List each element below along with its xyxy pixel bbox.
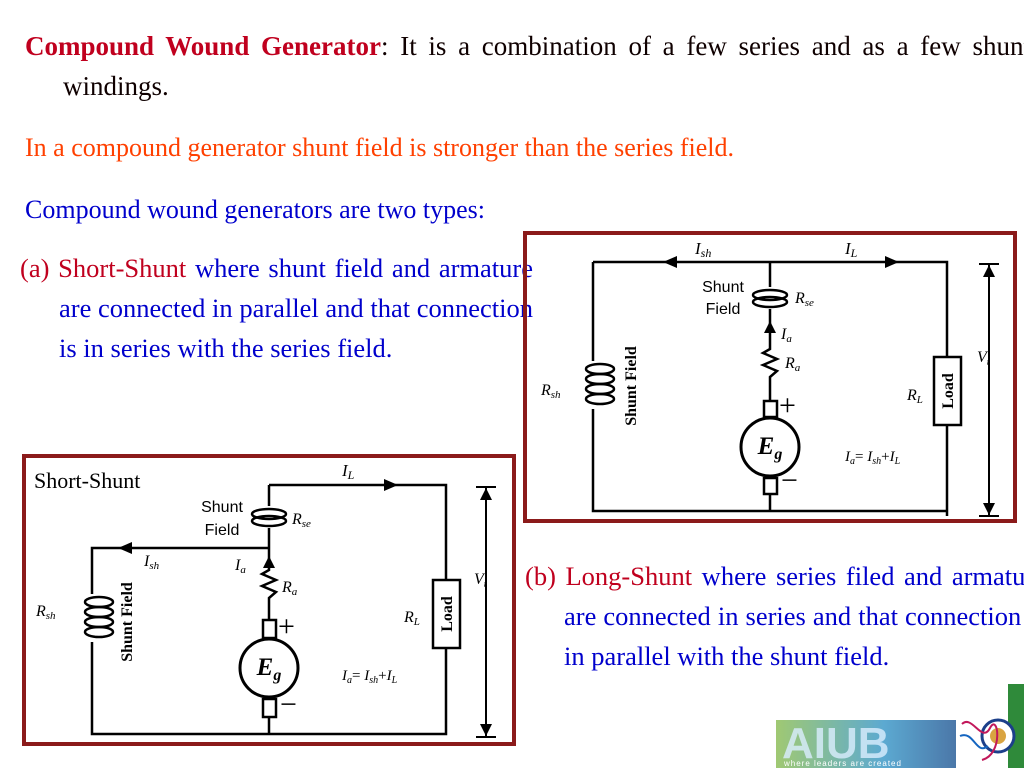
- label-il: IL: [341, 461, 355, 482]
- intro-colon: :: [380, 31, 389, 61]
- type-a-name: Short-Shunt: [58, 253, 187, 283]
- logo-side-bar: [1008, 684, 1024, 768]
- type-b-marker: (b): [525, 561, 556, 591]
- left-branch-wire: [591, 262, 770, 513]
- label-ia: Ia: [780, 326, 792, 345]
- label-ra: Ra: [281, 579, 298, 598]
- aiub-logo: AIUB where leaders are created: [776, 684, 1024, 768]
- shunt-field-line1: Shunt: [201, 499, 243, 516]
- shunt-coil: [83, 625, 115, 639]
- shunt-field-line1: Shunt: [702, 279, 744, 296]
- shunt-coil: [83, 595, 115, 609]
- short-shunt-diagram: Short-Shunt IL Shunt Field Rse Ish Ia Ra…: [22, 454, 516, 746]
- logo-swirl: [961, 720, 999, 761]
- vt-arrow-down: [983, 503, 995, 515]
- logo-swirl: [959, 734, 989, 750]
- shunt-coil: [83, 605, 115, 619]
- brush-bottom: [261, 697, 278, 719]
- diagram-frame: [22, 454, 516, 746]
- load-box: [431, 578, 462, 650]
- ia-arrow: [263, 556, 275, 568]
- minus-sign: −: [781, 464, 798, 497]
- current-equation: Ia= Ish+IL: [341, 668, 398, 686]
- types-intro: Compound wound generators are two types:: [25, 195, 485, 224]
- label-ish: Ish: [143, 553, 160, 572]
- load-label: Load: [940, 373, 957, 409]
- short-shunt-description: (a) Short-Shunt where shunt field and ar…: [20, 248, 533, 368]
- vt-arrow-up: [983, 265, 995, 277]
- shunt-field-vertical-label: Shunt Field: [623, 346, 640, 426]
- label-ia: Ia: [234, 557, 246, 576]
- bottom-right-wire: [269, 648, 448, 736]
- label-eg: Eg: [256, 654, 282, 684]
- label-rsh: Rsh: [540, 382, 561, 401]
- ia-arrow: [764, 321, 776, 333]
- ish-arrow: [663, 256, 677, 268]
- shunt-coil: [584, 392, 616, 406]
- vt-arrow-up: [480, 488, 492, 500]
- armature-resistance: [759, 309, 781, 401]
- load-label: Load: [439, 596, 456, 632]
- label-ra: Ra: [784, 355, 801, 374]
- series-field-coil: [751, 295, 789, 309]
- generator-circle: [739, 416, 801, 478]
- shunt-field-vertical-label: Shunt Field: [119, 582, 136, 662]
- intro-term: Compound Wound Generator: [25, 31, 381, 61]
- il-arrow: [384, 479, 398, 491]
- logo-tagline: where leaders are created: [783, 759, 902, 768]
- type-b-text: where series filed and armature are conn…: [564, 561, 1024, 671]
- type-a-text: where shunt field and armature are conne…: [59, 253, 533, 363]
- logo-text: AIUB: [782, 719, 890, 768]
- long-shunt-diagram: Ish IL Shunt Field Rse Ia Ra + − Eg Rsh …: [523, 231, 1017, 523]
- ish-arrow: [118, 542, 132, 554]
- shunt-stronger-note: In a compound generator shunt field is s…: [25, 133, 735, 162]
- intro-paragraph: Compound Wound Generator: It is a combin…: [25, 26, 1024, 106]
- vt-arrow-down: [480, 724, 492, 736]
- type-b-name: Long-Shunt: [565, 561, 693, 591]
- label-rse: Rse: [291, 511, 311, 530]
- armature-resistance: [258, 528, 280, 620]
- minus-sign: −: [280, 688, 297, 721]
- top-wire: [269, 483, 448, 580]
- diagram-caption: Short-Shunt: [34, 468, 140, 493]
- il-arrow: [885, 256, 899, 268]
- label-rse: Rse: [794, 290, 814, 309]
- label-eg: Eg: [757, 433, 783, 463]
- shunt-coil: [584, 372, 616, 386]
- diagram-frame: [523, 231, 1017, 523]
- label-rsh: Rsh: [35, 603, 56, 622]
- shunt-branch-wire: [90, 546, 269, 736]
- load-box: [932, 355, 963, 427]
- series-field-coil: [250, 514, 288, 528]
- vt-ticks: [476, 486, 496, 738]
- label-ish: Ish: [694, 239, 711, 260]
- brush-top: [261, 618, 278, 640]
- brush-bottom: [762, 476, 779, 496]
- shunt-coil: [584, 362, 616, 376]
- plus-sign: +: [779, 389, 796, 422]
- label-rl: RL: [906, 387, 923, 406]
- logo-band: [776, 720, 956, 768]
- shunt-coil: [584, 382, 616, 396]
- label-il: IL: [844, 239, 858, 260]
- plus-sign: +: [278, 610, 295, 643]
- type-a-marker: (a): [20, 253, 50, 283]
- shunt-field-line2: Field: [205, 522, 240, 539]
- shunt-field-line2: Field: [706, 301, 741, 318]
- current-equation: Ia= Ish+IL: [844, 449, 901, 467]
- vt-ticks: [979, 263, 999, 517]
- brush-top: [762, 399, 779, 419]
- generator-circle: [238, 637, 300, 699]
- long-shunt-description: (b) Long-Shunt where series filed and ar…: [525, 556, 1024, 676]
- series-field-coil: [250, 507, 288, 521]
- shunt-coil: [83, 615, 115, 629]
- label-rl: RL: [403, 609, 420, 628]
- top-wire: [593, 260, 949, 357]
- series-field-coil: [751, 288, 789, 302]
- intro-text: It is a combination of a few series and …: [63, 31, 1024, 101]
